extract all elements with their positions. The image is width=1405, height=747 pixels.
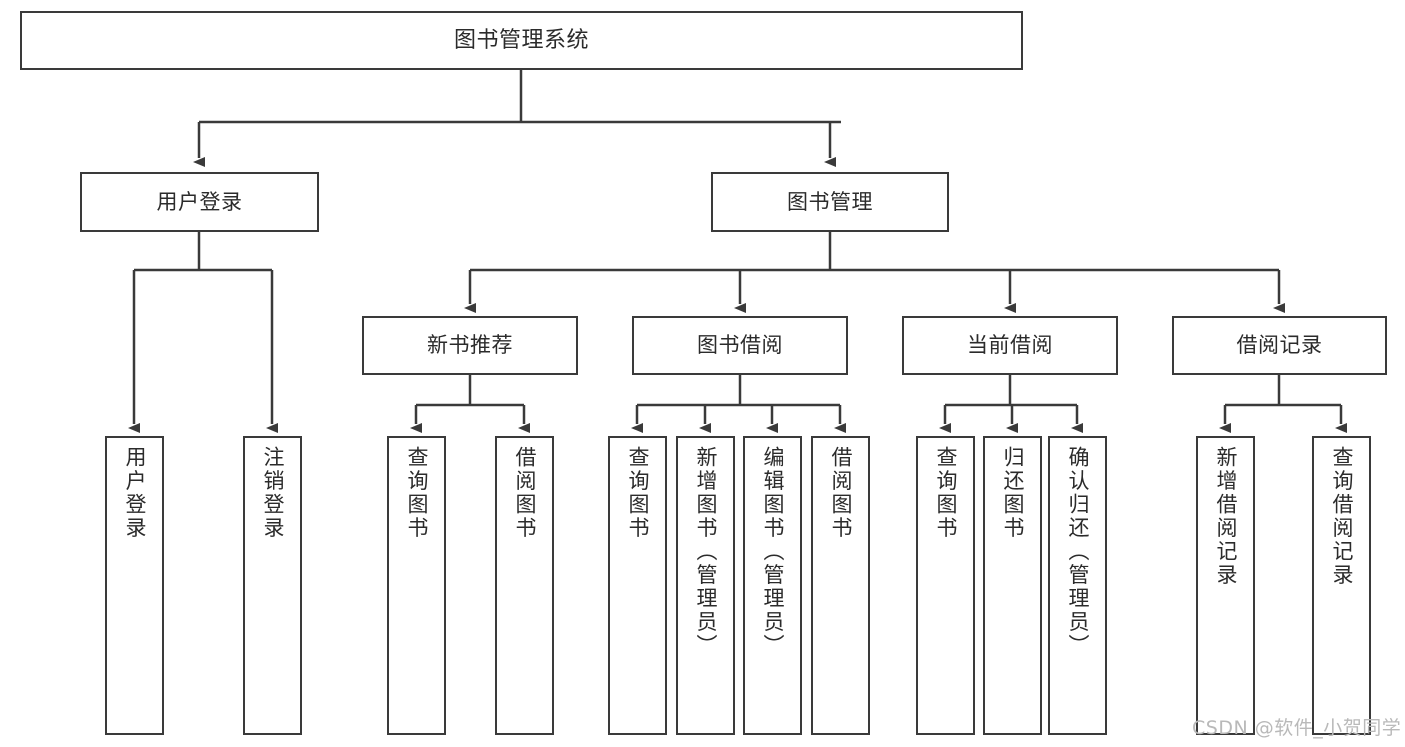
node-leaf-return-book[interactable]: 归还图书 — [983, 436, 1042, 735]
node-leaf-query-book-2-label: 查询图书 — [626, 446, 651, 540]
node-leaf-logout-login-label: 注销登录 — [261, 446, 286, 540]
node-leaf-confirm-return[interactable]: 确认归还（管理员） — [1048, 436, 1107, 735]
node-current-borrow-label: 当前借阅 — [967, 333, 1053, 358]
node-leaf-user-login[interactable]: 用户登录 — [105, 436, 164, 735]
node-leaf-query-book-1-label: 查询图书 — [405, 446, 430, 540]
node-leaf-borrow-book-2-label: 借阅图书 — [829, 446, 854, 540]
node-leaf-add-record-label: 新增借阅记录 — [1214, 446, 1239, 587]
node-leaf-add-book[interactable]: 新增图书（管理员） — [676, 436, 735, 735]
node-leaf-add-record[interactable]: 新增借阅记录 — [1196, 436, 1255, 735]
node-book-borrow-label: 图书借阅 — [697, 333, 783, 358]
node-leaf-return-book-label: 归还图书 — [1001, 446, 1026, 540]
node-leaf-add-book-label: 新增图书（管理员） — [694, 446, 719, 658]
node-leaf-query-book-3-label: 查询图书 — [934, 446, 959, 540]
node-leaf-borrow-book-1[interactable]: 借阅图书 — [495, 436, 554, 735]
node-current-borrow[interactable]: 当前借阅 — [902, 316, 1118, 375]
node-leaf-edit-book-label: 编辑图书（管理员） — [761, 446, 786, 658]
node-leaf-query-record-label: 查询借阅记录 — [1330, 446, 1355, 587]
node-leaf-borrow-book-1-label: 借阅图书 — [513, 446, 538, 540]
node-leaf-query-book-3[interactable]: 查询图书 — [916, 436, 975, 735]
node-leaf-query-book-1[interactable]: 查询图书 — [387, 436, 446, 735]
node-leaf-confirm-return-label: 确认归还（管理员） — [1066, 446, 1091, 658]
node-leaf-logout-login[interactable]: 注销登录 — [243, 436, 302, 735]
node-leaf-edit-book[interactable]: 编辑图书（管理员） — [743, 436, 802, 735]
node-borrow-record-label: 借阅记录 — [1236, 333, 1323, 358]
node-book-borrow[interactable]: 图书借阅 — [632, 316, 848, 375]
node-leaf-query-record[interactable]: 查询借阅记录 — [1312, 436, 1371, 735]
node-borrow-record[interactable]: 借阅记录 — [1172, 316, 1387, 375]
csdn-watermark: CSDN @软件_小贺同学 — [1192, 717, 1402, 739]
node-book-manage[interactable]: 图书管理 — [711, 172, 949, 232]
node-book-manage-label: 图书管理 — [787, 189, 873, 214]
node-leaf-query-book-2[interactable]: 查询图书 — [608, 436, 667, 735]
node-leaf-user-login-label: 用户登录 — [123, 446, 148, 540]
node-user-login[interactable]: 用户登录 — [80, 172, 319, 232]
node-new-book-recommend[interactable]: 新书推荐 — [362, 316, 578, 375]
node-root[interactable]: 图书管理系统 — [20, 11, 1023, 70]
node-root-label: 图书管理系统 — [453, 27, 589, 53]
node-user-login-label: 用户登录 — [156, 189, 243, 214]
node-new-book-recommend-label: 新书推荐 — [427, 333, 513, 358]
node-leaf-borrow-book-2[interactable]: 借阅图书 — [811, 436, 870, 735]
